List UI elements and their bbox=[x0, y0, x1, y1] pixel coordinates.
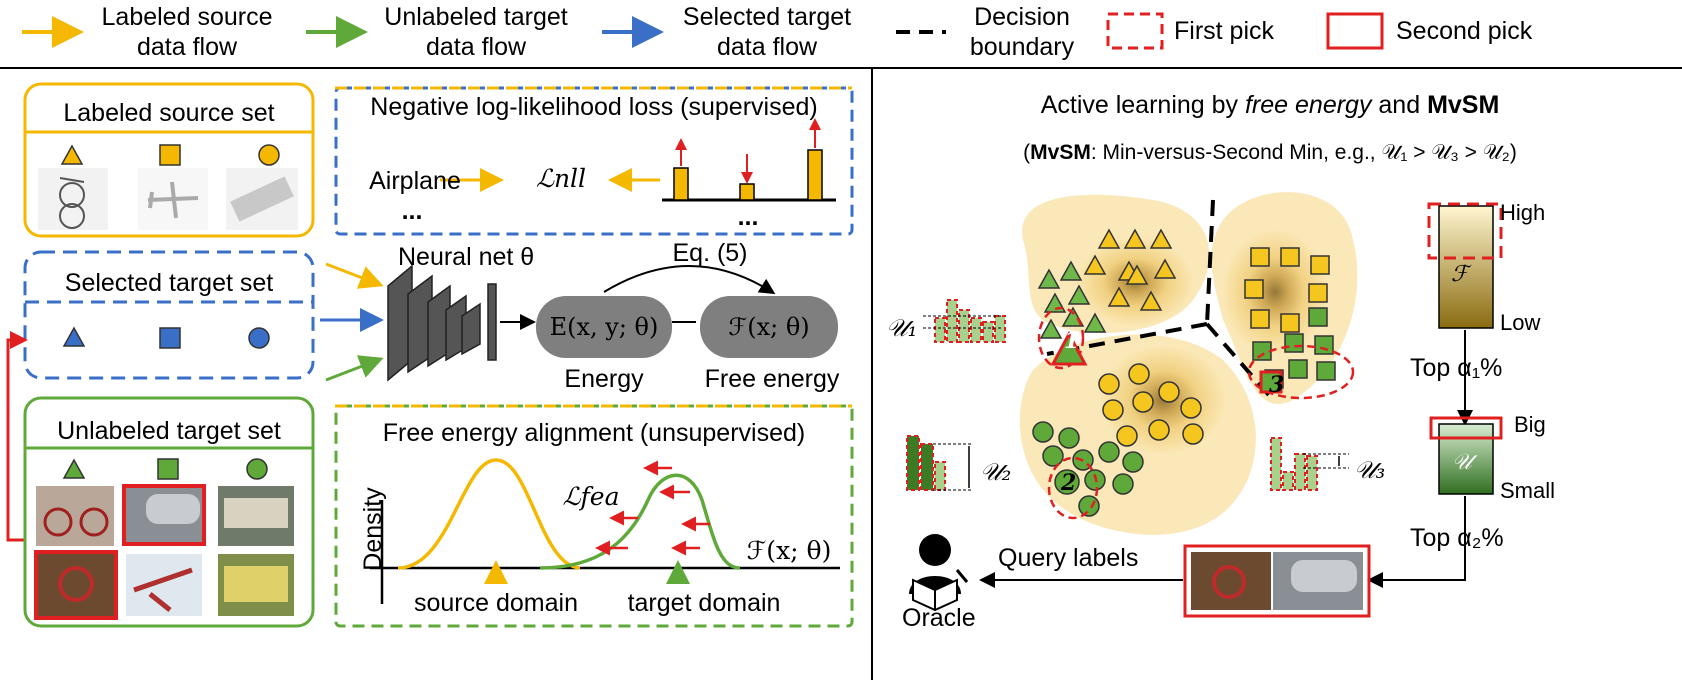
legend bbox=[0, 12, 1682, 69]
right-panel bbox=[906, 192, 1503, 618]
unlabeled-target-set-title: Unlabeled target set bbox=[57, 417, 281, 445]
histogram-u3 bbox=[1270, 437, 1349, 491]
legend-first-pick-label: First pick bbox=[1174, 17, 1274, 45]
source-density-curve bbox=[397, 458, 581, 570]
u3-label: 𝒰₃ bbox=[1354, 456, 1386, 484]
top-alpha2-label: Top α₂% bbox=[1410, 524, 1504, 552]
free-energy-pill: ℱ(x; θ) bbox=[700, 296, 838, 358]
rail-image bbox=[226, 168, 298, 230]
pick-2-circle bbox=[1054, 469, 1080, 495]
labeled-source-set-box bbox=[23, 82, 315, 238]
density-axis-label: Density bbox=[359, 487, 387, 571]
oracle-label: Oracle bbox=[902, 604, 976, 632]
target-circle-icon bbox=[246, 458, 268, 480]
histogram-u1 bbox=[923, 299, 1006, 343]
airplane-image bbox=[138, 168, 208, 230]
selected-circle-icon bbox=[248, 327, 270, 349]
free-energy-label: Free energy bbox=[704, 365, 840, 393]
right-title: Active learning by free energy and MvSM bbox=[1040, 91, 1500, 119]
small-label: Small bbox=[1500, 478, 1556, 503]
mvsm-bar bbox=[1438, 423, 1494, 495]
pick-3-ellipse bbox=[1247, 344, 1355, 400]
free-energy-symbol: ℱ bbox=[1451, 262, 1469, 287]
neural-net-label: Neural net θ bbox=[398, 243, 535, 271]
unlabeled-target-set-box bbox=[23, 396, 315, 628]
nll-class-label: Airplane bbox=[369, 167, 461, 195]
marker-2-number: 2 bbox=[1061, 470, 1077, 496]
target-domain-label: target domain bbox=[627, 589, 781, 617]
legend-source-label: Labeled source data flow bbox=[101, 3, 273, 61]
legend-target-label: Unlabeled target data flow bbox=[384, 3, 568, 61]
u2-label: 𝒰₂ bbox=[980, 458, 1012, 486]
selection-loop-arrow bbox=[6, 331, 28, 542]
left-panel bbox=[6, 82, 854, 628]
source-circles bbox=[1098, 363, 1204, 447]
fea-title: Free energy alignment (unsupervised) bbox=[382, 419, 806, 447]
source-squares bbox=[1244, 247, 1330, 333]
source-circle-icon bbox=[258, 144, 280, 166]
energy-label: Energy bbox=[564, 365, 644, 393]
nll-bar-2 bbox=[739, 183, 755, 201]
panel-divider bbox=[871, 68, 873, 680]
neural-net-layers bbox=[387, 264, 497, 382]
pick-1-triangle bbox=[1050, 330, 1088, 366]
selected-triangle-icon bbox=[62, 326, 86, 347]
legend-second-pick-label: Second pick bbox=[1396, 17, 1533, 45]
nll-ellipsis-left: ... bbox=[401, 197, 423, 225]
free-energy-first-pick bbox=[1427, 202, 1503, 260]
high-label: High bbox=[1500, 200, 1546, 225]
mvsm-symbol: 𝒰 bbox=[1452, 450, 1472, 475]
legend-second-pick-box bbox=[1326, 12, 1384, 50]
target-triangle-icon bbox=[62, 458, 86, 479]
top-alpha1-label: Top α₁% bbox=[1410, 354, 1503, 382]
pick-2-ellipse bbox=[1047, 456, 1099, 520]
legend-selected-label: Selected target data flow bbox=[682, 3, 852, 61]
low-label: Low bbox=[1500, 310, 1541, 335]
nll-ellipsis-right: ... bbox=[737, 203, 759, 231]
selected-square-icon bbox=[159, 327, 181, 349]
oracle-icon bbox=[909, 534, 969, 612]
pick-3-square bbox=[1259, 370, 1283, 394]
nll-loss-symbol: ℒnll bbox=[535, 164, 587, 193]
target-circles bbox=[1032, 421, 1144, 517]
source-square-icon bbox=[159, 144, 181, 166]
energy-pill: E(x, y; θ) bbox=[536, 296, 672, 358]
legend-first-pick-box bbox=[1106, 12, 1164, 50]
bicycle-image bbox=[38, 168, 108, 230]
target-photo-bike bbox=[36, 486, 114, 546]
query-images-box bbox=[1183, 544, 1371, 618]
selected-target-set-box bbox=[23, 250, 315, 380]
histogram-u2 bbox=[906, 435, 973, 491]
fea-loss-symbol: ℒfea bbox=[562, 482, 620, 511]
fea-axis-label: ℱ(x; θ) bbox=[746, 536, 832, 565]
pick-1-ellipse bbox=[1037, 306, 1085, 370]
source-triangles bbox=[1083, 228, 1177, 311]
marker-1-number: 1 bbox=[1064, 328, 1080, 354]
nll-bar-3 bbox=[807, 149, 823, 201]
selected-target-set-title: Selected target set bbox=[64, 269, 274, 297]
query-image-bike bbox=[1191, 552, 1271, 610]
query-labels-label: Query labels bbox=[998, 544, 1139, 572]
legend-boundary-label: Decision boundary bbox=[969, 3, 1075, 61]
labeled-source-set-title: Labeled source set bbox=[63, 99, 275, 127]
nll-bar-1 bbox=[673, 167, 689, 201]
mvsm-second-pick bbox=[1429, 416, 1503, 440]
eq-label: Eq. (5) bbox=[672, 239, 748, 267]
right-subtitle: (MvSM: Min-versus-Second Min, e.g., 𝒰₁ >… bbox=[1023, 141, 1517, 164]
u1-label: 𝒰₁ bbox=[886, 314, 918, 342]
nll-title: Negative log-likelihood loss (supervised… bbox=[370, 93, 818, 121]
source-triangle-icon bbox=[60, 144, 84, 165]
marker-3-number: 3 bbox=[1269, 372, 1285, 398]
big-label: Big bbox=[1514, 412, 1546, 437]
free-energy-bar bbox=[1438, 205, 1494, 329]
target-photo-folded-bike bbox=[34, 550, 118, 620]
target-square-icon bbox=[157, 458, 179, 480]
source-domain-label: source domain bbox=[414, 589, 578, 617]
